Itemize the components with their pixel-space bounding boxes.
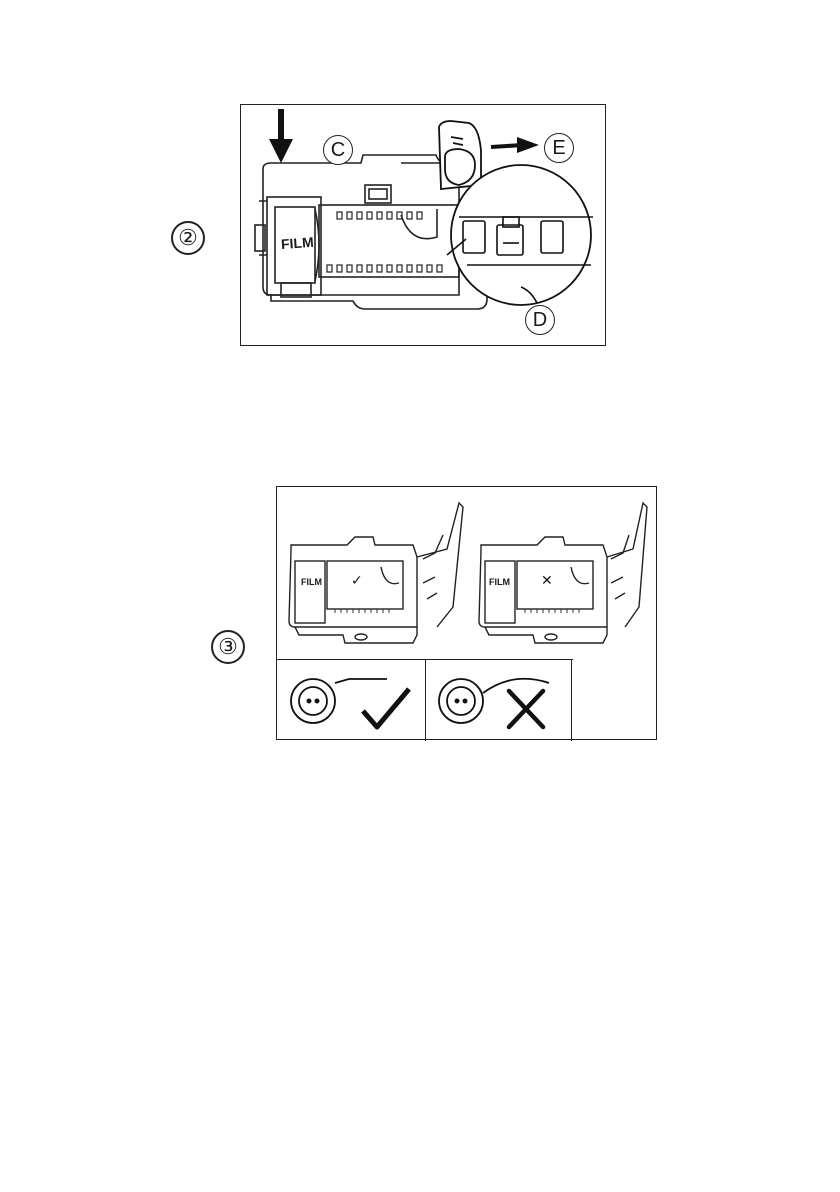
check-mark-small: ✓	[351, 573, 363, 589]
figure-3-panel: FILM ✓ FILM ✕	[276, 486, 657, 740]
film-label-correct: FILM	[301, 577, 322, 587]
down-arrow-icon	[269, 109, 293, 163]
magnifier-circle	[451, 165, 591, 305]
cartridge-correct-icon	[291, 679, 387, 723]
label-c: C	[323, 135, 353, 165]
check-mark-icon	[363, 689, 409, 727]
cross-mark-small: ✕	[541, 573, 553, 589]
film-label: FILM	[280, 234, 314, 252]
finger-icon	[439, 121, 481, 189]
figure-3-illustration	[277, 487, 658, 741]
camera-correct	[289, 503, 463, 643]
step-number-2: ②	[171, 221, 205, 255]
step-number-3: ③	[211, 630, 245, 664]
camera-incorrect	[479, 503, 647, 643]
film-sprocket-holes	[327, 212, 442, 272]
film-label-incorrect: FILM	[489, 577, 510, 587]
cross-mark-icon	[509, 691, 543, 727]
label-d: D	[525, 305, 555, 335]
label-e: E	[544, 133, 574, 163]
right-arrow-icon	[491, 137, 539, 153]
figure-2-panel: FILM C E D	[240, 104, 606, 346]
